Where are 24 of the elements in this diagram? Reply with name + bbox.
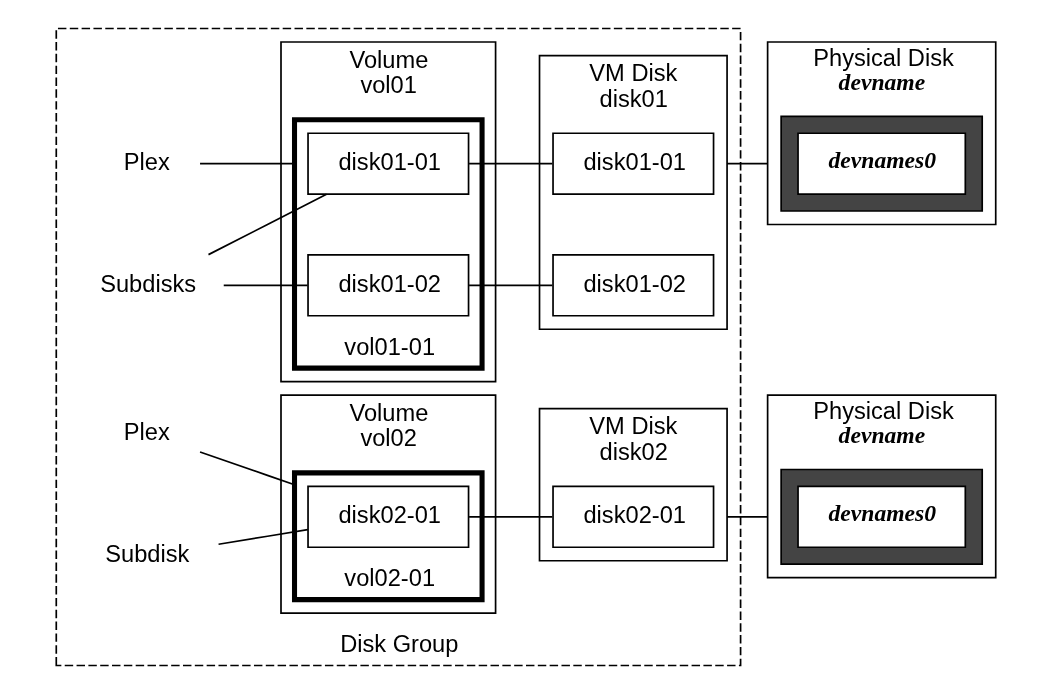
connector xyxy=(198,162,295,165)
node-box: disk01-01 xyxy=(551,132,714,195)
connector xyxy=(207,193,327,256)
node-box: disk02-01 xyxy=(306,485,469,549)
cluster xyxy=(779,115,983,212)
connector xyxy=(467,515,553,518)
connector xyxy=(198,451,295,486)
cluster xyxy=(779,468,983,565)
node-box: disk01-02 xyxy=(551,254,714,317)
connector xyxy=(725,515,768,518)
node-text: Subdisk xyxy=(104,540,189,567)
node-box: devnames0 xyxy=(796,485,966,549)
connector xyxy=(222,284,308,287)
node-box: disk01-02 xyxy=(306,254,469,317)
connector xyxy=(467,162,553,165)
node-text: Plex xyxy=(123,419,170,446)
node-text: Subdisks xyxy=(99,270,196,297)
connector xyxy=(217,528,309,546)
connector xyxy=(467,284,553,287)
node-box: disk01-01 xyxy=(306,132,469,195)
node-text: Plex xyxy=(123,148,170,175)
node-box: disk02-01 xyxy=(551,485,714,549)
node-box: devnames0 xyxy=(796,132,966,195)
connector xyxy=(725,162,768,165)
